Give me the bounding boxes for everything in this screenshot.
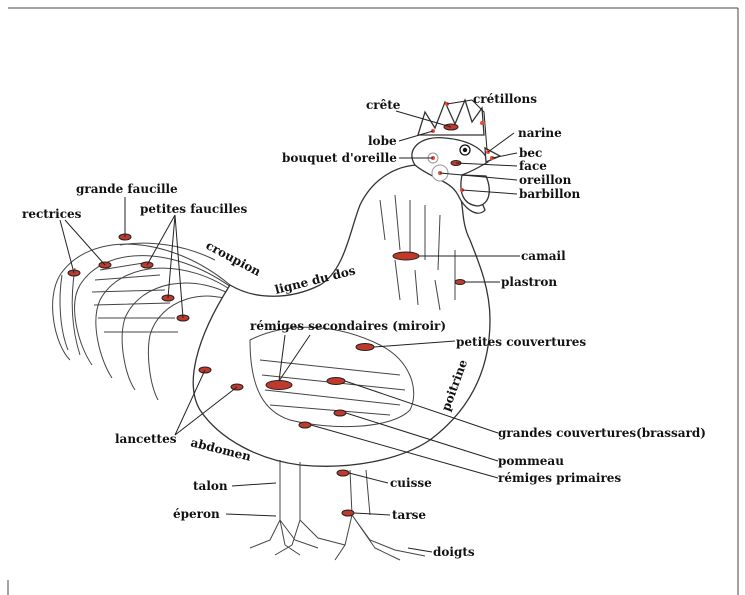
marker-cuisse: [337, 470, 349, 476]
marker-camail: [393, 252, 419, 260]
marker-remiges-primaires: [299, 422, 311, 428]
label-remiges-secondaires: rémiges secondaires (miroir): [250, 319, 446, 333]
label-narine: narine: [518, 126, 562, 140]
label-rectrices: rectrices: [22, 207, 82, 221]
dot-cretillons-2: [480, 121, 484, 125]
label-camail: camail: [521, 249, 566, 263]
label-lobe: lobe: [368, 134, 397, 148]
marker-plastron: [455, 280, 465, 285]
label-oreillon: oreillon: [519, 173, 572, 187]
label-barbillon: barbillon: [519, 187, 581, 201]
label-remiges-primaires: rémiges primaires: [498, 471, 621, 485]
marker-pommeau: [334, 410, 346, 416]
marker-tarse: [342, 510, 354, 516]
label-lancettes: lancettes: [115, 432, 177, 446]
label-talon: talon: [193, 479, 228, 493]
tail-shading: [60, 268, 80, 355]
left-leg-toes: [275, 462, 345, 555]
label-eperon: éperon: [173, 507, 220, 521]
marker-remiges-secondaires: [266, 381, 292, 390]
label-crete: crête: [366, 98, 401, 112]
label-face: face: [519, 159, 547, 173]
marker-petites-couvertures: [356, 344, 374, 351]
label-cuisse: cuisse: [390, 476, 432, 490]
label-pommeau: pommeau: [498, 454, 564, 468]
labels: crête crétillons lobe narine bouquet d'o…: [22, 92, 706, 559]
label-grandes-couvertures: grandes couvertures(brassard): [498, 426, 706, 440]
marker-grandes-couvertures: [327, 378, 345, 385]
label-petites-faucilles: petites faucilles: [140, 202, 248, 216]
label-bouquet: bouquet d'oreille: [282, 151, 397, 165]
left-leg: [250, 460, 318, 555]
label-cretillons: crétillons: [473, 92, 537, 106]
tail-feather: [120, 243, 215, 260]
label-petites-couvertures: petites couvertures: [456, 335, 586, 349]
label-plastron: plastron: [501, 275, 557, 289]
label-doigts: doigts: [433, 545, 475, 559]
pupil: [463, 148, 467, 152]
label-tarse: tarse: [392, 508, 426, 522]
label-grande-faucille: grande faucille: [76, 182, 178, 196]
label-bec: bec: [519, 146, 542, 160]
right-leg-back: [366, 470, 370, 515]
